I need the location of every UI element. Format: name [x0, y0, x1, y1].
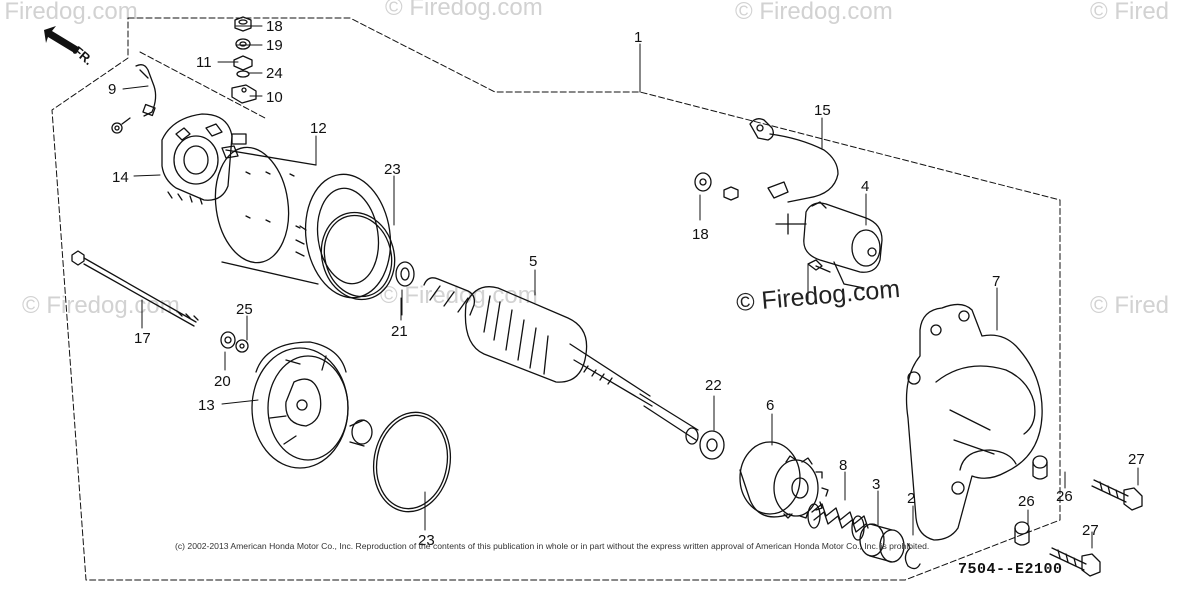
o-ring-upper: [320, 211, 396, 301]
bushing: [351, 419, 373, 445]
bushing-body: [349, 419, 365, 447]
thrust-washer-21: [395, 261, 415, 287]
washer-25-hole: [239, 343, 245, 349]
o-ring-lower-inner: [375, 414, 449, 510]
rear-cover: [251, 341, 349, 469]
callout-22: 22: [705, 377, 722, 394]
flange-bolt-lower: [1049, 547, 1101, 577]
starter-solenoid: [775, 201, 883, 289]
callout-3: 3: [872, 476, 880, 493]
watermark: © Firedog.com: [0, 0, 138, 25]
solenoid-bolt: [807, 259, 831, 273]
callout-27-lower: 27: [1082, 522, 1099, 539]
callout-11: 11: [196, 54, 212, 71]
callout-12: 12: [310, 120, 327, 137]
callout-20: 20: [214, 373, 231, 390]
callout-6: 6: [766, 397, 774, 414]
callout-21: 21: [391, 323, 408, 340]
brush-terminal: [111, 64, 157, 134]
nut-hardware-stack: [231, 16, 257, 104]
assembly-outline: [51, 17, 1061, 581]
nut-18-right-hole: [699, 178, 707, 186]
starter-cable: [749, 118, 839, 203]
thrust-washer-21-hole: [400, 267, 410, 281]
callout-5: 5: [529, 253, 537, 270]
stop-collar: [859, 523, 905, 563]
callout-26-upper: 26: [1056, 488, 1073, 505]
through-bolt: [71, 250, 199, 327]
callout-24: 24: [266, 65, 283, 82]
watermark: © Firedog.com: [22, 292, 180, 319]
callout-23-upper: 23: [384, 161, 401, 178]
callout-25: 25: [236, 301, 253, 318]
dowel-collar-upper: [1032, 455, 1048, 480]
callout-14: 14: [112, 169, 129, 186]
callout-1: 1: [634, 29, 642, 46]
drive-end-bracket: [905, 303, 1043, 541]
watermark: © Firedog.com: [735, 0, 893, 25]
callout-17: 17: [134, 330, 151, 347]
washer-22-hole: [706, 438, 718, 452]
callout-2: 2: [907, 490, 915, 507]
callout-4: 4: [861, 178, 869, 195]
yoke-housing: [214, 146, 392, 299]
o-ring-upper-inner: [323, 214, 393, 298]
callout-15: 15: [814, 102, 831, 119]
copyright-notice: (c) 2002-2013 American Honda Motor Co., …: [175, 541, 930, 551]
diagram-code: 7504--E2100: [958, 561, 1063, 578]
front-direction-arrow: [44, 26, 80, 54]
callout-9: 9: [108, 81, 116, 98]
callout-19: 19: [266, 37, 283, 54]
callout-26-lower: 26: [1018, 493, 1035, 510]
washer-22: [699, 430, 725, 460]
nut-18-right: [694, 172, 712, 192]
callout-10: 10: [266, 89, 283, 106]
callout-23-lower: 23: [418, 532, 435, 549]
callout-8: 8: [839, 457, 847, 474]
watermark: © Firedog.com: [385, 0, 543, 21]
overrunning-clutch: [739, 441, 829, 519]
terminal-group-outline: [139, 51, 266, 119]
callout-18: 18: [266, 18, 283, 35]
flange-bolt-upper: [1091, 479, 1143, 511]
washer-20-hole: [224, 336, 232, 344]
washer-20: [220, 331, 236, 349]
o-ring-lower: [372, 411, 452, 513]
callout-18-right: 18: [692, 226, 709, 243]
washer-25: [235, 339, 249, 353]
callout-27-upper: 27: [1128, 451, 1145, 468]
hex-nut-right: [723, 186, 739, 201]
armature: [423, 277, 699, 445]
callout-13: 13: [198, 397, 215, 414]
watermark: © Fired: [1090, 292, 1170, 319]
snap-ring: [904, 543, 921, 570]
brush-holder-plate: [161, 113, 247, 205]
watermark: © Fired: [1090, 0, 1170, 25]
callout-7: 7: [992, 273, 1000, 290]
dowel-collar-lower: [1014, 521, 1030, 546]
